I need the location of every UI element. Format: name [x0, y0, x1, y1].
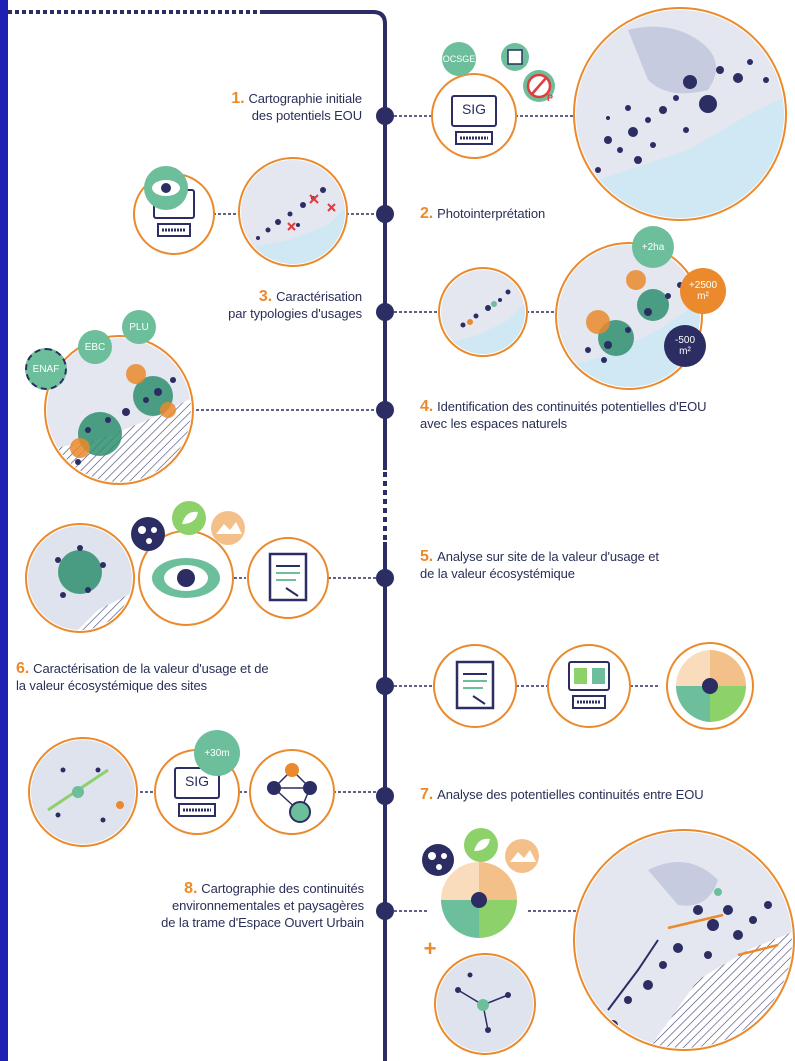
map-icon	[25, 523, 135, 633]
step-text: Analyse sur site de la valeur d'usage et	[437, 549, 659, 564]
step-2-label: 2.Photointerprétation	[420, 205, 680, 222]
step-text: de la valeur écosystémique	[420, 566, 575, 581]
parking-label: P	[546, 92, 553, 103]
map-icon	[555, 242, 703, 390]
computer-icon	[431, 73, 517, 159]
step-number: 8.	[184, 880, 198, 897]
step-number: 1.	[231, 90, 245, 107]
network-icon	[249, 749, 335, 835]
step-text: avec les espaces naturels	[420, 416, 568, 431]
step-text: Analyse des potentielles continuités ent…	[437, 787, 704, 802]
sig-label: SIG	[461, 100, 487, 117]
leaf-icon	[172, 501, 206, 535]
plu-badge: PLU	[122, 310, 156, 344]
map-icon	[28, 737, 138, 847]
sig-label: SIG	[184, 772, 210, 789]
step-text: de la trame d'Espace Ouvert Urbain	[161, 915, 364, 930]
step-6-label: 6.Caractérisation de la valeur d'usage e…	[16, 660, 366, 694]
step-1-label: 1.Cartographie initiale des potentiels E…	[158, 90, 362, 124]
step-8-label: 8.Cartographie des continuités environne…	[98, 880, 364, 931]
badge-value: -500	[674, 335, 695, 346]
map-icon	[573, 7, 787, 221]
document-icon	[501, 43, 529, 71]
map-icon	[238, 157, 348, 267]
step-number: 6.	[16, 660, 30, 677]
badge-value: +2500	[688, 280, 718, 291]
step-text: Identification des continuités potentiel…	[437, 399, 707, 414]
enaf-badge: ENAF	[25, 348, 67, 390]
landscape-icon	[505, 839, 539, 873]
step-text: Caractérisation de la valeur d'usage et …	[33, 661, 269, 676]
step-text: des potentiels EOU	[251, 108, 362, 123]
map-icon	[44, 335, 194, 485]
step-text: la valeur écosystémique des sites	[16, 678, 208, 693]
document-icon	[247, 537, 329, 619]
document-icon	[433, 644, 517, 728]
step-text: environnementales et paysagères	[171, 898, 364, 913]
landscape-icon	[211, 511, 245, 545]
step-4-label: 4.Identification des continuités potenti…	[420, 398, 792, 432]
timeline-spine	[262, 10, 387, 470]
ocsge-badge: OCSGE	[442, 42, 476, 76]
step-text: par typologies d'usages	[228, 306, 362, 321]
timeline-diagram	[8, 7, 795, 1061]
plus-sign: +	[423, 935, 437, 961]
step-text: Cartographie des continuités	[201, 881, 364, 896]
step-number: 7.	[420, 786, 434, 803]
badge-unit: m²	[697, 291, 709, 302]
timeline-nodes	[376, 107, 394, 920]
radial-chart-icon	[666, 642, 754, 730]
step-number: 2.	[420, 205, 434, 222]
step-7-label: 7.Analyse des potentielles continuités e…	[420, 786, 792, 803]
no-parking-icon	[523, 70, 555, 102]
step-number: 5.	[420, 548, 434, 565]
plus-2ha-badge: +2ha	[632, 226, 674, 268]
step-text: Cartographie initiale	[248, 91, 362, 106]
map-icon	[438, 267, 528, 357]
network-icon	[131, 517, 165, 551]
step-text: Caractérisation	[276, 289, 362, 304]
dotted-connectors	[132, 115, 658, 912]
map-icon	[434, 953, 536, 1055]
step-number: 4.	[420, 398, 434, 415]
step-number: 3.	[258, 288, 273, 305]
eye-icon	[138, 530, 234, 626]
plus-30m-badge: +30m	[194, 730, 240, 776]
computer-icon	[547, 644, 631, 728]
ebc-badge: EBC	[78, 330, 112, 364]
badge-unit: m²	[679, 346, 691, 357]
step-3-label: 3.Caractérisation par typologies d'usage…	[158, 288, 362, 322]
leaf-icon	[464, 828, 498, 862]
network-icon	[422, 844, 454, 876]
map-icon	[573, 829, 795, 1051]
step-text: Photointerprétation	[437, 206, 546, 221]
step-5-label: 5.Analyse sur site de la valeur d'usage …	[420, 548, 780, 582]
eye-icon	[144, 166, 188, 210]
infographic-canvas: 1.Cartographie initiale des potentiels E…	[8, 0, 795, 1061]
radial-chart-icon	[439, 860, 519, 940]
